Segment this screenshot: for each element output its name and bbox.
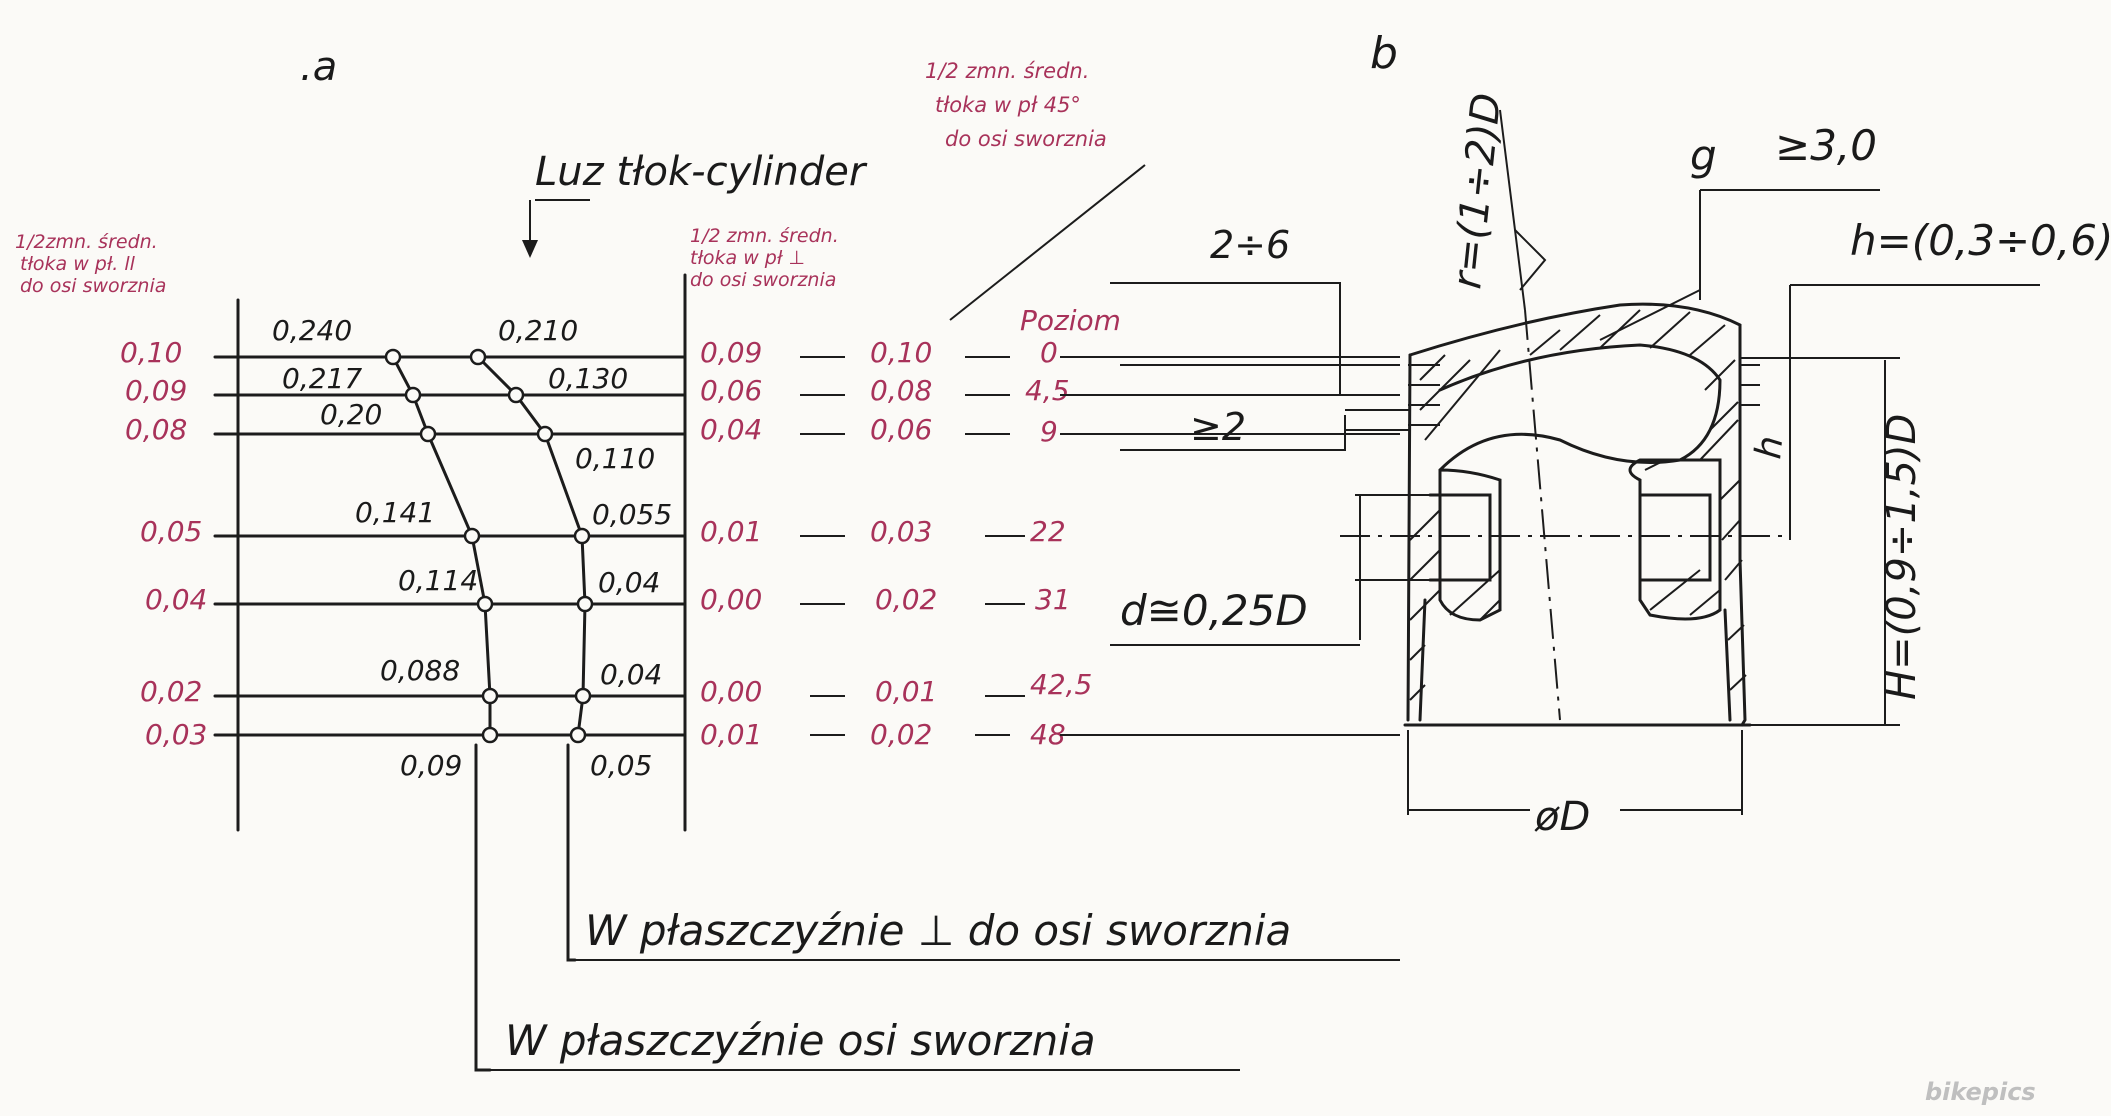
piston-axis-line: [1524, 309, 1561, 721]
svg-text:1/2 zmn. średn.: 1/2 zmn. średn.: [925, 59, 1089, 83]
level-lines: [213, 355, 687, 737]
svg-text:0,00: 0,00: [700, 675, 762, 708]
dim-r-leader: [1499, 109, 1526, 311]
dim-h-formula: h=(0,3÷0,6)H: [1850, 216, 2111, 265]
curve-perp-nodes: [469, 348, 594, 744]
dim-D: øD: [1534, 794, 1590, 840]
caption-parallel: W płaszczyźnie osi sworznia: [505, 1016, 1096, 1065]
curve-perp-labels: 0,210 0,130 0,110 0,055 0,04 0,04 0,05: [498, 314, 672, 782]
svg-text:0,00: 0,00: [700, 583, 762, 616]
svg-text:1/2zmn. średn.: 1/2zmn. średn.: [15, 231, 158, 253]
svg-text:0,09: 0,09: [125, 374, 187, 407]
svg-text:0,02: 0,02: [870, 718, 932, 751]
svg-text:0,01: 0,01: [700, 515, 762, 548]
svg-text:0,02: 0,02: [140, 675, 202, 708]
dim-g: g: [1690, 131, 1717, 180]
svg-text:0,130: 0,130: [548, 362, 628, 395]
note-mid: 1/2 zmn. średn. tłoka w pł ⊥ do osi swor…: [690, 225, 839, 291]
svg-text:9: 9: [1040, 415, 1058, 448]
caption-parallel-leader: [474, 743, 492, 1072]
dim-2-6-leader: [1110, 282, 1341, 395]
luz-arrow-head: [522, 240, 538, 258]
curve-perp: [476, 355, 587, 737]
panel-a-label: .a: [300, 44, 337, 90]
svg-text:tłoka w pł. ll: tłoka w pł. ll: [20, 253, 136, 275]
dim-2-6: 2÷6: [1210, 223, 1290, 267]
dim-ge2-leader: [1120, 415, 1346, 451]
row-dashes: [800, 356, 1025, 736]
dim-ge2: ≥2: [1190, 405, 1246, 449]
dim-g-value: ≥3,0: [1775, 121, 1877, 170]
row-mid-values: 0,09 0,06 0,04 0,01 0,00 0,00 0,01: [700, 336, 762, 751]
svg-text:22: 22: [1030, 515, 1066, 548]
svg-text:do osi sworznia: do osi sworznia: [945, 127, 1107, 151]
curve-parallel-labels: 0,240 0,217 0,20 0,141 0,114 0,088 0,09: [272, 314, 478, 782]
svg-text:0,10: 0,10: [870, 336, 932, 369]
svg-text:0,06: 0,06: [870, 413, 932, 446]
luz-label: Luz tłok-cylinder: [535, 149, 868, 195]
svg-text:0,114: 0,114: [398, 564, 478, 597]
svg-text:42,5: 42,5: [1030, 668, 1092, 701]
curve-parallel-nodes: [384, 348, 499, 744]
svg-text:0,03: 0,03: [145, 718, 207, 751]
svg-text:0,20: 0,20: [320, 398, 382, 431]
dim-d-extensions: [1355, 494, 1440, 581]
caption-perp: W płaszczyźnie ⊥ do osi sworznia: [585, 906, 1291, 955]
svg-text:48: 48: [1030, 718, 1066, 751]
svg-text:0,09: 0,09: [400, 749, 462, 782]
svg-text:0,06: 0,06: [700, 374, 762, 407]
svg-text:0,03: 0,03: [870, 515, 932, 548]
note-top: 1/2 zmn. średn. tłoka w pł 45° do osi sw…: [925, 59, 1107, 151]
svg-text:0,04: 0,04: [600, 658, 662, 691]
svg-text:0,04: 0,04: [700, 413, 762, 446]
dim-2-6-lines: [1120, 364, 1400, 396]
svg-text:0,04: 0,04: [598, 566, 660, 599]
dim-H: H=(0,9÷1,5)D: [1879, 414, 1925, 700]
svg-text:0,141: 0,141: [355, 496, 435, 529]
svg-text:0,05: 0,05: [140, 515, 202, 548]
svg-text:0,110: 0,110: [575, 442, 655, 475]
caption-perp-leader: [566, 743, 577, 962]
svg-text:0: 0: [1040, 336, 1058, 369]
svg-text:4,5: 4,5: [1025, 374, 1070, 407]
svg-text:0,210: 0,210: [498, 314, 578, 347]
svg-text:tłoka w pł 45°: tłoka w pł 45°: [935, 93, 1081, 117]
svg-text:do osi sworznia: do osi sworznia: [20, 275, 166, 297]
row-left-values: 0,10 0,09 0,08 0,05 0,04 0,02 0,03: [120, 336, 207, 751]
svg-text:0,01: 0,01: [875, 675, 937, 708]
svg-text:0,08: 0,08: [125, 413, 187, 446]
svg-text:0,055: 0,055: [592, 498, 672, 531]
svg-text:0,08: 0,08: [870, 374, 932, 407]
svg-text:0,217: 0,217: [282, 362, 362, 395]
svg-text:tłoka w pł ⊥: tłoka w pł ⊥: [690, 247, 805, 269]
svg-text:0,02: 0,02: [875, 583, 937, 616]
row-45-values: 0,10 0,08 0,06 0,03 0,02 0,01 0,02: [870, 336, 937, 751]
note-top-leader: [949, 164, 1146, 321]
dim-ge2-lines: [1345, 409, 1410, 431]
svg-text:do osi sworznia: do osi sworznia: [690, 269, 836, 291]
svg-text:0,09: 0,09: [700, 336, 762, 369]
piston-section: [1403, 302, 1760, 727]
note-left: 1/2zmn. średn. tłoka w pł. ll do osi swo…: [15, 231, 166, 297]
dim-D-extensions: [1407, 730, 1743, 815]
svg-text:31: 31: [1035, 583, 1071, 616]
svg-text:0,04: 0,04: [145, 583, 207, 616]
dim-d: d≅0,25D: [1120, 586, 1308, 635]
dim-h: h: [1748, 434, 1791, 461]
svg-text:0,088: 0,088: [380, 654, 460, 687]
poziom-label: Poziom: [1020, 304, 1121, 337]
svg-text:0,240: 0,240: [272, 314, 352, 347]
svg-text:0,10: 0,10: [120, 336, 182, 369]
row-level-values: 0 4,5 9 22 31 42,5 48: [1025, 336, 1092, 751]
svg-text:1/2 zmn. średn.: 1/2 zmn. średn.: [690, 225, 839, 247]
dim-H-extensions: [1740, 357, 1900, 726]
dim-g-arrow: [1599, 289, 1701, 341]
break-mark: [1514, 229, 1547, 291]
svg-text:0,01: 0,01: [700, 718, 762, 751]
svg-text:0,05: 0,05: [590, 749, 652, 782]
panel-b-label: b: [1370, 28, 1398, 79]
watermark: bikepics: [1925, 1078, 2036, 1106]
